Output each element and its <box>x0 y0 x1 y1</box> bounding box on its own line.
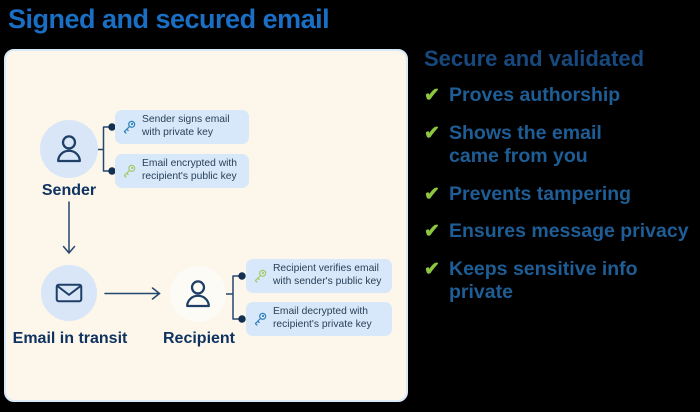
benefit-text: Ensures message privacy <box>449 220 689 243</box>
checkmark-icon: ✔ <box>424 258 440 280</box>
benefit-item: ✔ Ensures message privacy <box>424 220 698 244</box>
callout-text: Email decrypted with recipient's private… <box>273 306 372 330</box>
envelope-icon <box>55 283 83 303</box>
key-icon-blue <box>123 120 136 134</box>
benefit-text: Prevents tampering <box>449 182 632 205</box>
callout-text: Email encrypted with recipient's public … <box>142 158 237 182</box>
benefit-item: ✔ Proves authorship <box>424 84 698 108</box>
benefits-heading: Secure and validated <box>424 46 645 71</box>
checkmark-icon: ✔ <box>424 85 440 107</box>
recipient-label: Recipient <box>162 330 236 347</box>
benefit-item: ✔ Shows the email came from you <box>424 122 698 169</box>
connector-dot <box>238 272 246 280</box>
callout-text: Sender signs email with private key <box>142 114 230 138</box>
connector-dot <box>238 315 246 323</box>
down-arrow <box>62 201 76 255</box>
checkmark-icon: ✔ <box>424 221 440 243</box>
person-icon <box>57 135 81 163</box>
benefits-section: Secure and validated ✔ Proves authorship… <box>424 46 698 305</box>
callout-text: Recipient verifies email with sender's p… <box>273 263 382 287</box>
key-icon-blue <box>254 312 267 326</box>
diagram-panel: Sender Email in transit Recipient Sender… <box>4 49 408 402</box>
email-in-transit-label: Email in transit <box>12 330 128 347</box>
callout-sender-signs: Sender signs email with private key <box>115 110 249 144</box>
callout-email-decrypted: Email decrypted with recipient's private… <box>246 302 392 336</box>
key-icon-green <box>254 269 267 283</box>
checkmark-icon: ✔ <box>424 122 440 144</box>
callout-recipient-verifies: Recipient verifies email with sender's p… <box>246 259 392 293</box>
benefit-list: ✔ Proves authorship ✔ Shows the email ca… <box>424 84 698 305</box>
benefit-text: Keeps sensitive info private <box>449 257 638 304</box>
sender-node <box>40 120 98 178</box>
benefit-item: ✔ Keeps sensitive info private <box>424 258 698 305</box>
key-icon-green <box>123 164 136 178</box>
sender-label: Sender <box>41 182 97 199</box>
person-icon <box>186 280 210 308</box>
checkmark-icon: ✔ <box>424 183 440 205</box>
benefit-text: Shows the email came from you <box>449 121 602 168</box>
benefit-item: ✔ Prevents tampering <box>424 183 698 207</box>
recipient-node <box>170 266 226 322</box>
page-title: Signed and secured email <box>8 4 330 34</box>
email-in-transit-node <box>41 265 97 321</box>
callout-email-encrypted: Email encrypted with recipient's public … <box>115 154 249 188</box>
benefit-text: Proves authorship <box>449 84 621 107</box>
right-arrow <box>104 287 161 300</box>
